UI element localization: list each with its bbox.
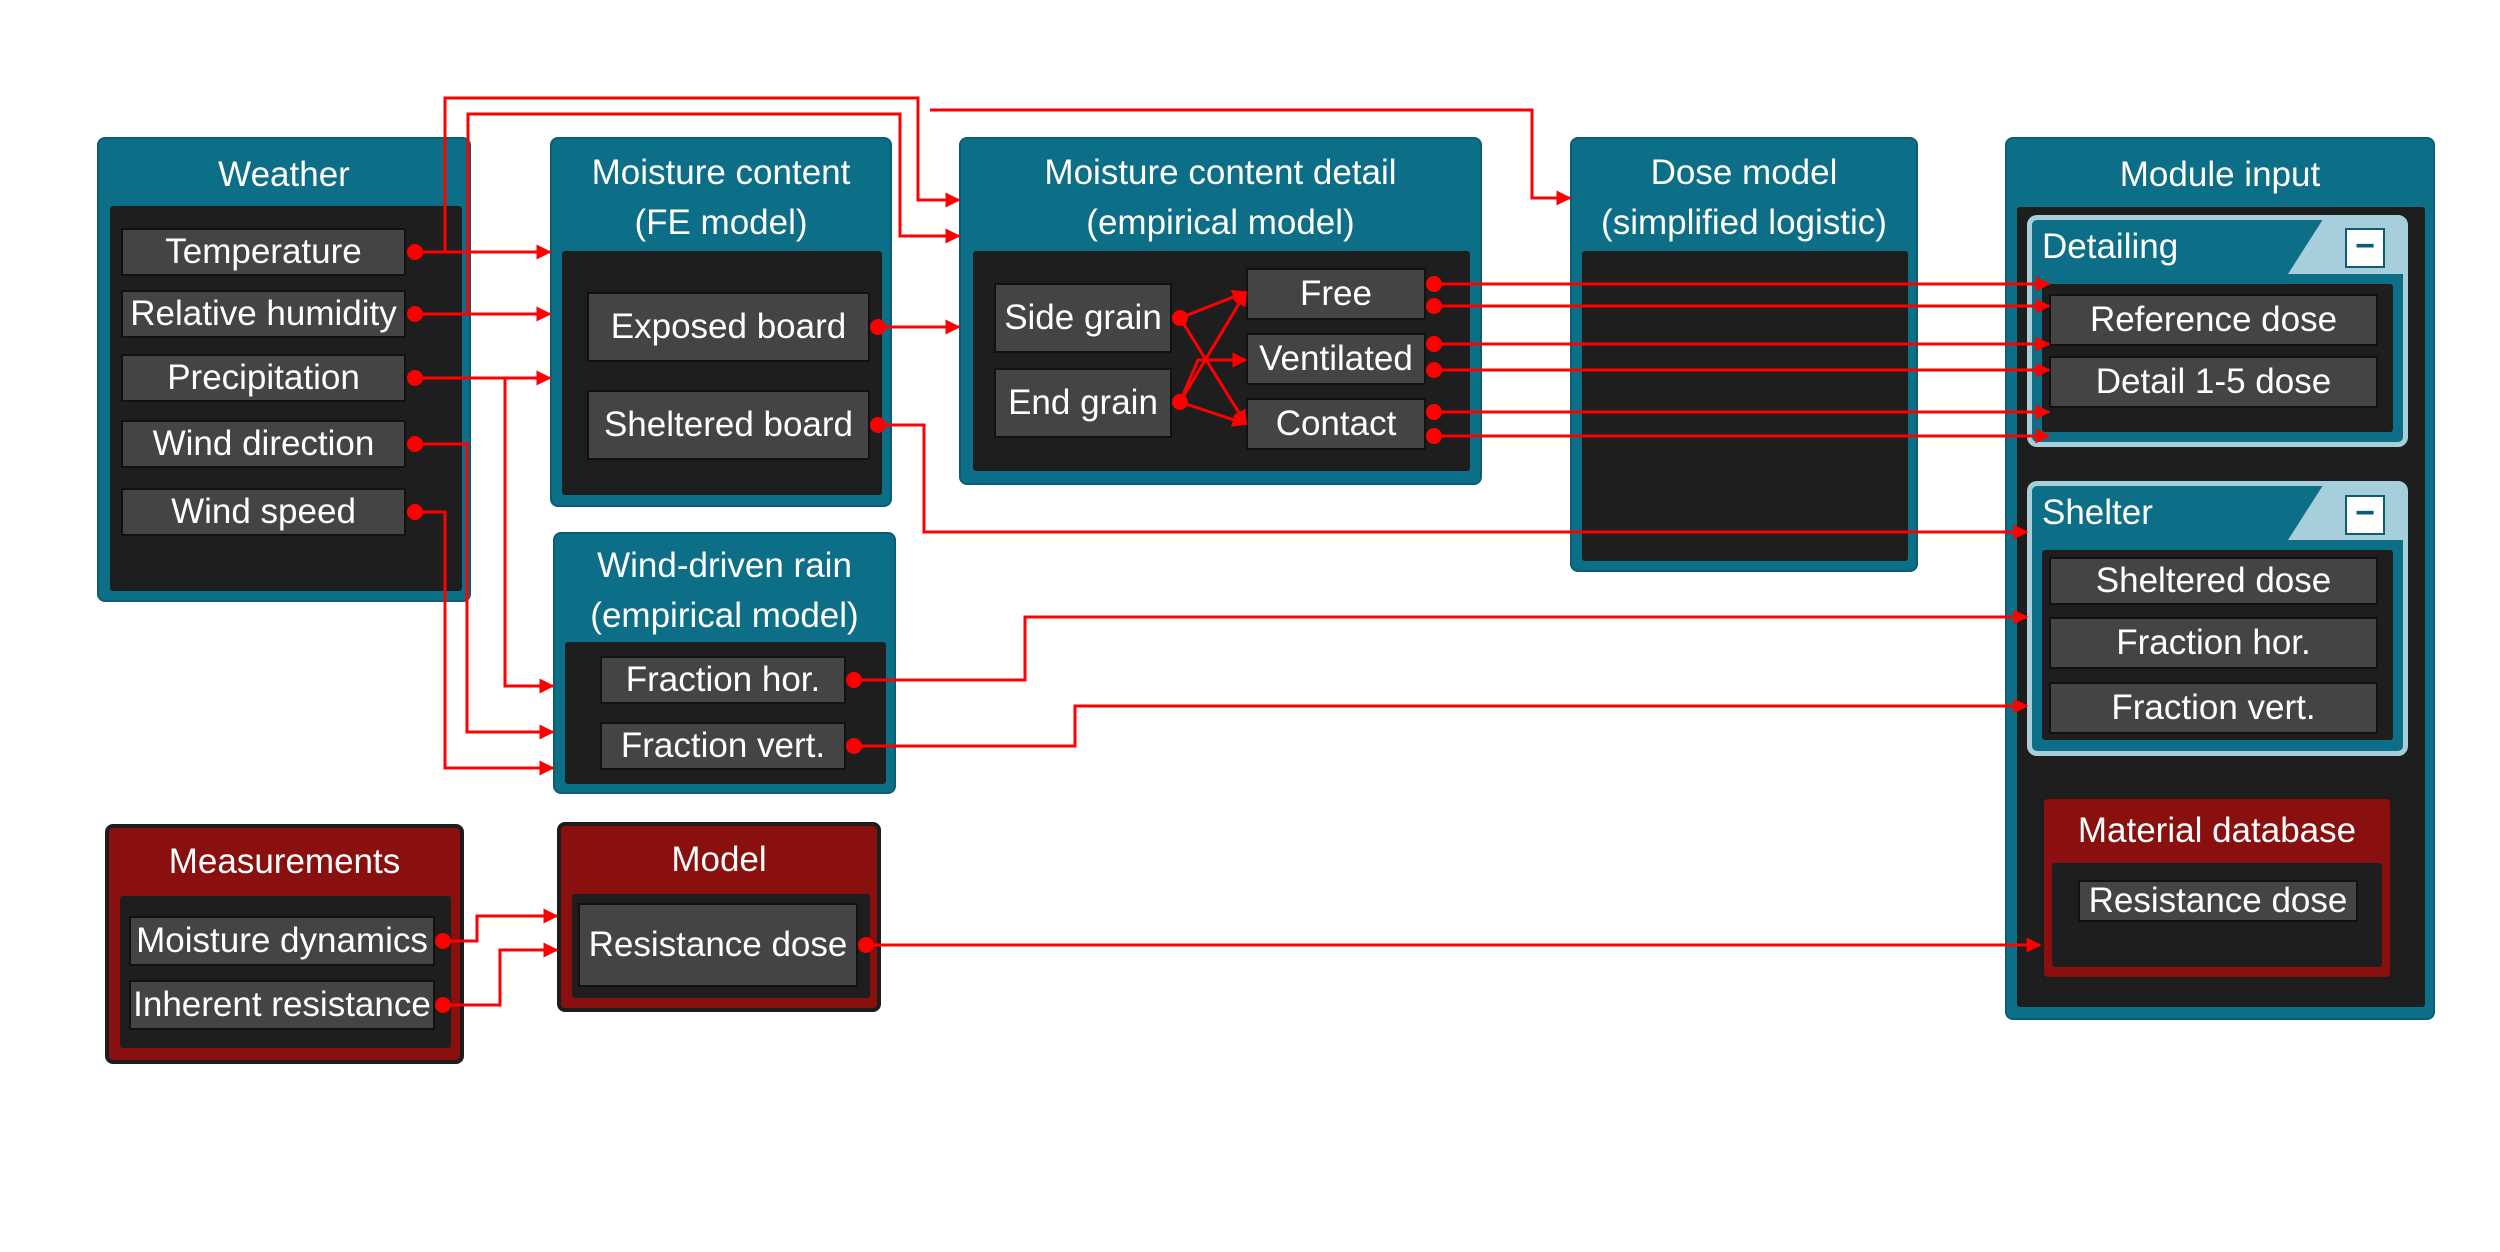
mc-detail-title-2: (empirical model) xyxy=(1086,203,1355,242)
measurements-title: Measurements xyxy=(168,842,401,881)
dose-model-body xyxy=(1582,251,1908,561)
wdr-fraction-vert-port[interactable]: Fraction vert. xyxy=(600,722,846,770)
wdr-title-2: (empirical model) xyxy=(590,596,859,635)
side-grain-port[interactable]: Side grain xyxy=(994,283,1172,353)
inherent-resistance-port[interactable]: Inherent resistance xyxy=(129,980,435,1030)
dose-model-title-1: Dose model xyxy=(1650,153,1838,192)
dose-model-title-2: (simplified logistic) xyxy=(1601,203,1887,242)
material-database-title: Material database xyxy=(2077,811,2357,850)
relative-humidity-port[interactable]: Relative humidity xyxy=(121,290,406,338)
end-grain-port[interactable]: End grain xyxy=(994,368,1172,438)
fe-model-title-2: (FE model) xyxy=(634,203,808,242)
wdr-title-1: Wind-driven rain xyxy=(597,546,852,585)
material-resistance-dose-port[interactable]: Resistance dose xyxy=(2078,880,2358,922)
weather-title: Weather xyxy=(218,155,350,194)
exposed-board-port[interactable]: Exposed board xyxy=(587,292,870,362)
contact-port[interactable]: Contact xyxy=(1246,398,1426,450)
moisture-dynamics-port[interactable]: Moisture dynamics xyxy=(129,916,435,966)
model-resistance-dose-port[interactable]: Resistance dose xyxy=(578,903,858,987)
wdr-fraction-hor-port[interactable]: Fraction hor. xyxy=(600,656,846,704)
wire-vert-module xyxy=(854,698,2029,748)
sheltered-dose-port[interactable]: Sheltered dose xyxy=(2049,557,2378,605)
detail-1-5-dose-port[interactable]: Detail 1-5 dose xyxy=(2049,356,2378,408)
sheltered-board-port[interactable]: Sheltered board xyxy=(587,390,870,460)
detailing-title: Detailing xyxy=(2042,227,2179,266)
module-fraction-hor-port[interactable]: Fraction hor. xyxy=(2049,617,2378,669)
free-port[interactable]: Free xyxy=(1246,268,1426,320)
module-input-title: Module input xyxy=(2119,155,2321,194)
dose-model-node[interactable]: Dose model (simplified logistic) xyxy=(1570,137,1918,572)
ventilated-port[interactable]: Ventilated xyxy=(1246,333,1426,385)
model-title: Model xyxy=(671,840,767,879)
shelter-title: Shelter xyxy=(2042,493,2153,532)
wind-speed-port[interactable]: Wind speed xyxy=(121,488,406,536)
mc-detail-title-1: Moisture content detail xyxy=(1044,153,1397,192)
shelter-collapse-button[interactable]: − xyxy=(2345,495,2385,535)
temperature-port[interactable]: Temperature xyxy=(121,228,406,276)
wire-precip-wdr xyxy=(503,378,555,694)
precipitation-port[interactable]: Precipitation xyxy=(121,354,406,402)
fe-model-title-1: Moisture content xyxy=(591,153,851,192)
module-fraction-vert-port[interactable]: Fraction vert. xyxy=(2049,682,2378,734)
detailing-collapse-button[interactable]: − xyxy=(2345,228,2385,268)
wind-direction-port[interactable]: Wind direction xyxy=(121,420,406,468)
reference-dose-port[interactable]: Reference dose xyxy=(2049,294,2378,346)
wire-hor-module xyxy=(854,609,2029,682)
